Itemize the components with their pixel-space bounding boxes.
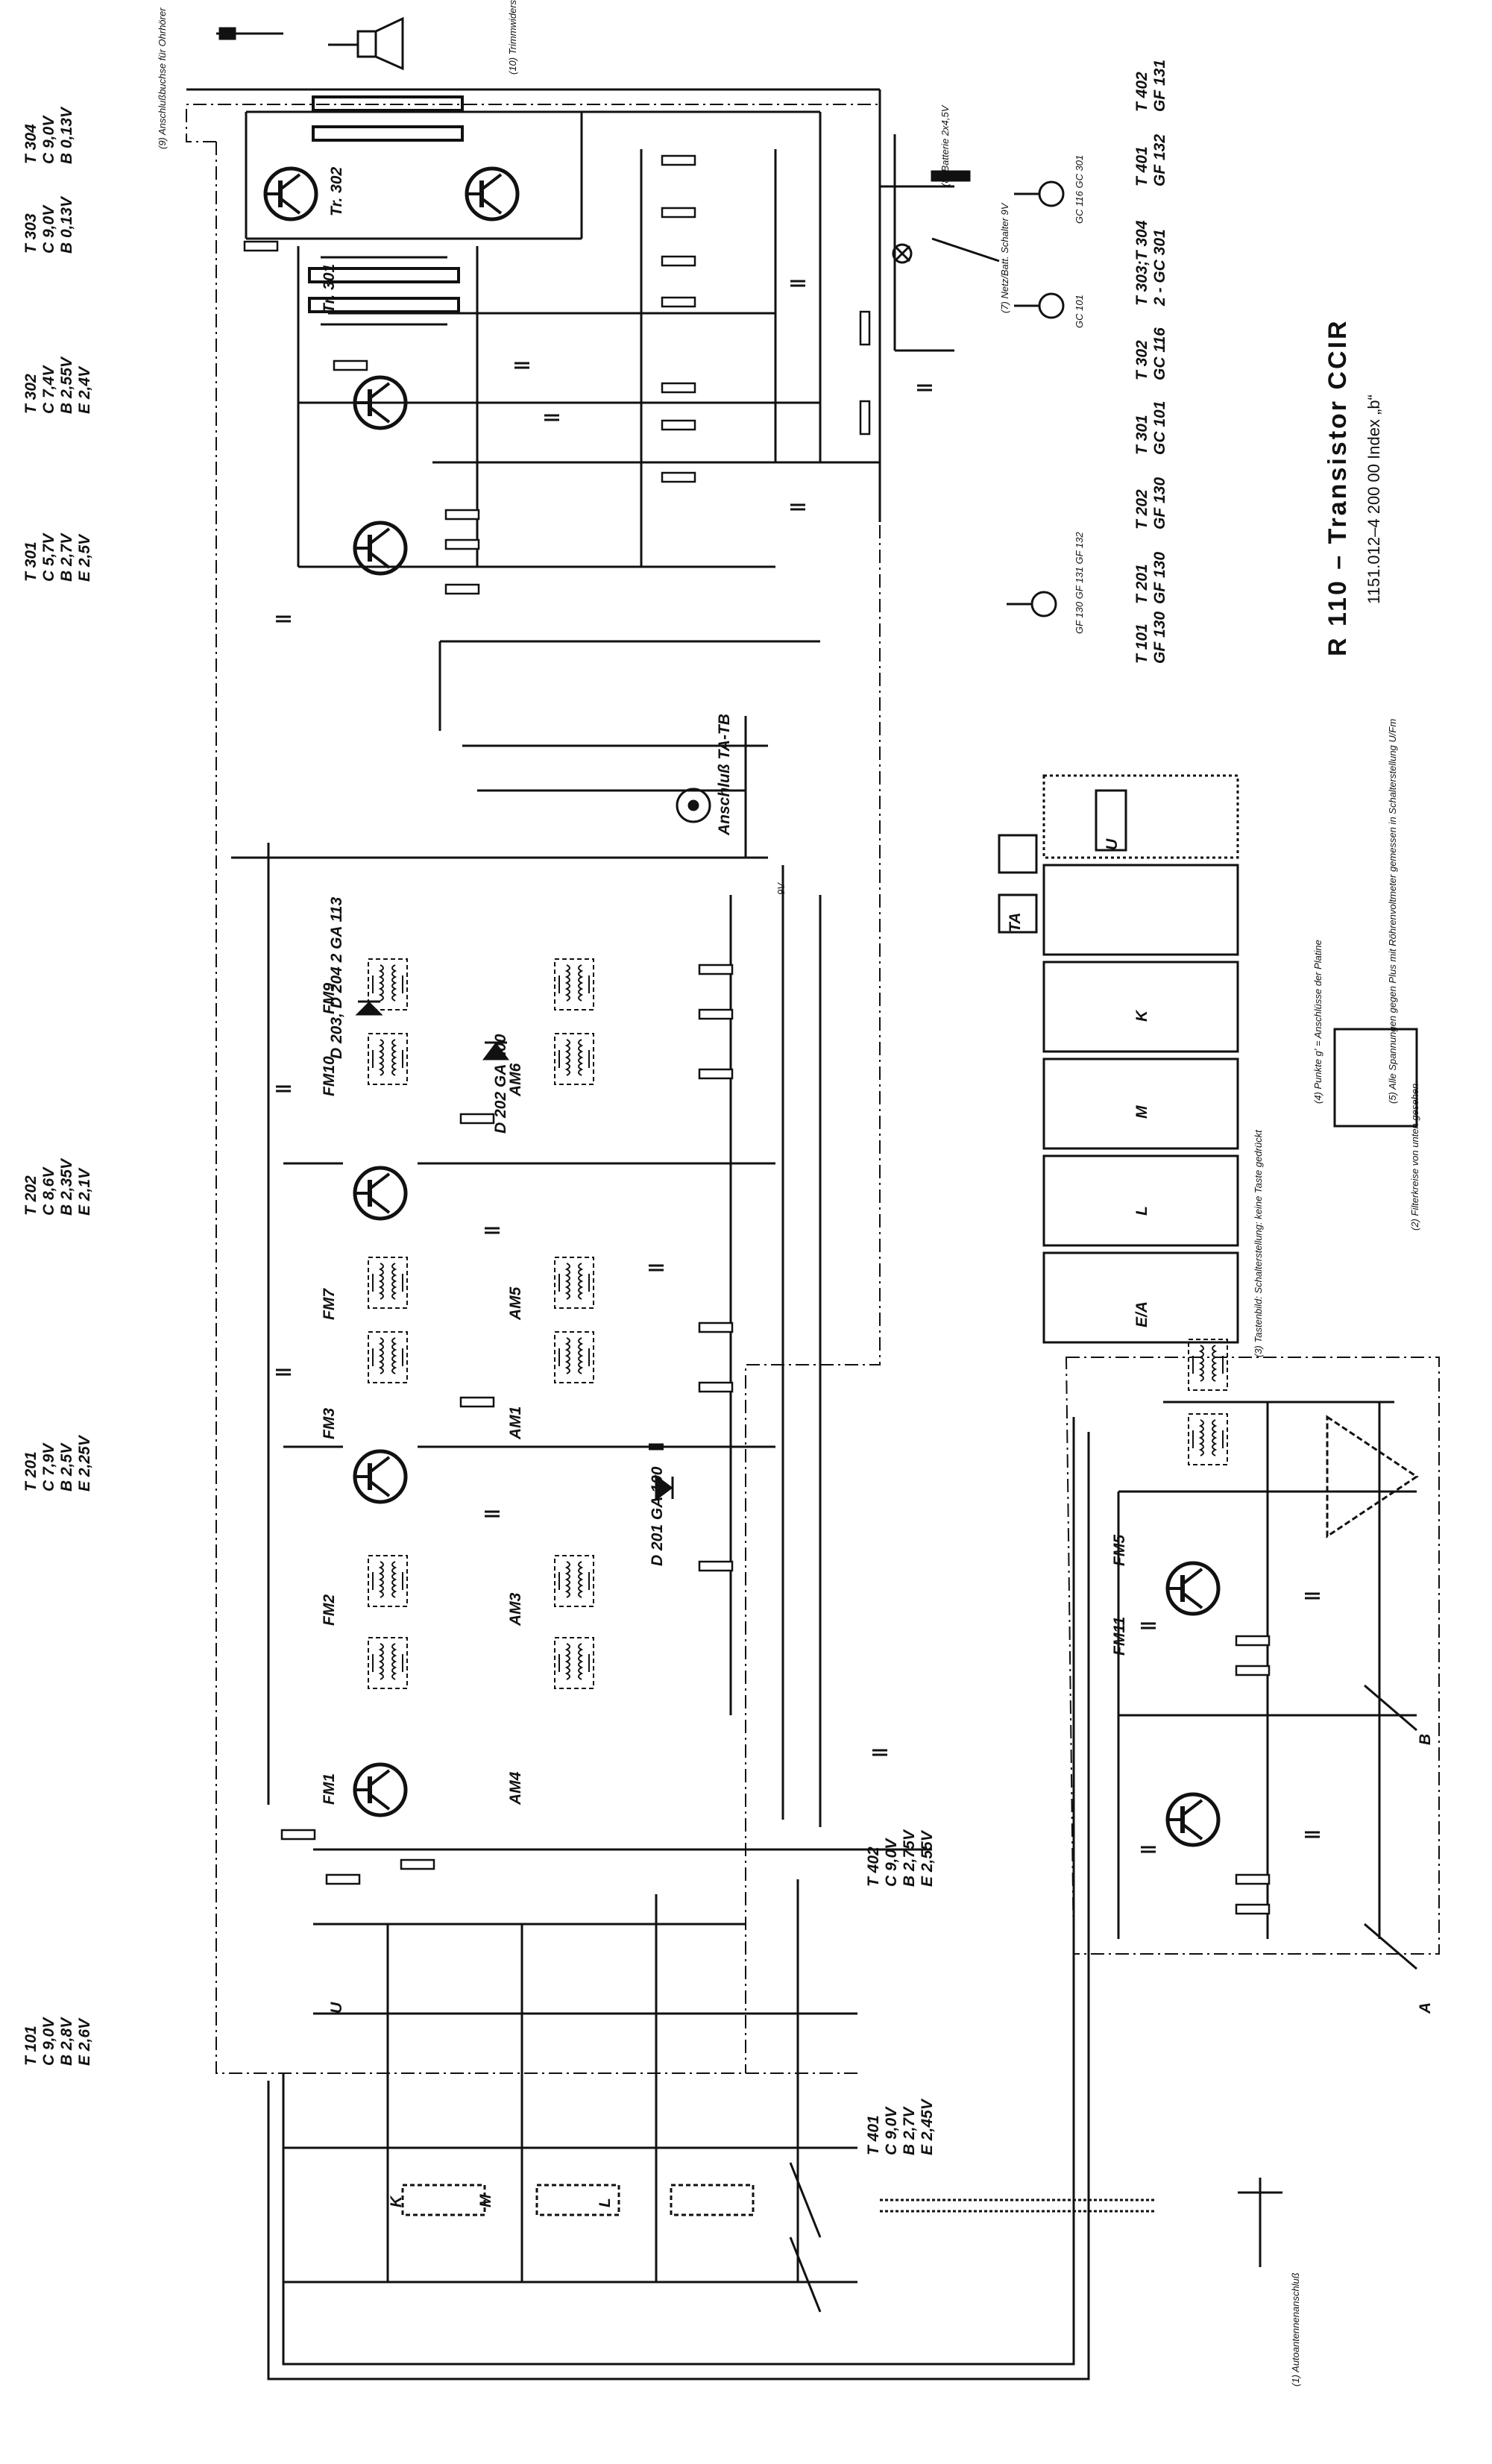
footnote-8: (8) Batterie 2x4,5V — [939, 105, 951, 186]
pinout-label-gc116: GC 116 GC 301 — [1074, 154, 1085, 224]
car-antenna-cable — [880, 2178, 1282, 2267]
diode-label-d203: D 203, D 204 2 GA 113 — [328, 896, 345, 1059]
voltage-point-9v: 9V — [775, 883, 787, 895]
filter-fm1: FM1 — [321, 1773, 338, 1805]
key-label-k: K — [1133, 1010, 1151, 1022]
filter-fm7: FM7 — [321, 1289, 338, 1320]
if-filters — [368, 958, 594, 1689]
bus-wire — [282, 1417, 1075, 2366]
footnote-10: (10) Trimmwiderstand zum Einstellen — [507, 0, 518, 75]
pinout-sketches — [1007, 180, 1065, 617]
filter-fm5: FM5 — [1111, 1535, 1128, 1566]
transistor-t402 — [1168, 1794, 1218, 1845]
footnote-9: (9) Anschlußbuchse für Ohrhörer — [157, 7, 168, 149]
transistor-t303 — [265, 169, 316, 219]
transistor-t201 — [355, 1451, 406, 1502]
transformer-tr301 — [308, 256, 460, 326]
filter-fm3: FM3 — [321, 1408, 338, 1439]
footnote-3: (3) Tastenbild: Schalterstellung: keine … — [1253, 1130, 1264, 1357]
key-label-l: L — [1133, 1206, 1151, 1216]
audio-passives — [243, 154, 934, 623]
filter-fm10: FM10 — [321, 1056, 338, 1096]
key-label-ea: E/A — [1133, 1301, 1151, 1327]
voltage-label-t302: T 302 C 7,4V B 2,55V E 2,4V — [22, 357, 93, 414]
volume-section — [438, 640, 820, 858]
voltage-label-t401: T 401 C 9,0V B 2,7V E 2,45V — [865, 2099, 936, 2155]
voltage-label-t201: T 201 C 7,9V B 2,5V E 2,25V — [22, 1436, 93, 1492]
pinout-label-gc101: GC 101 — [1074, 295, 1085, 328]
schematic-title: R 110 – Transistor CCIR — [1323, 318, 1352, 656]
diode-label-d201: D 201 GA 100 — [649, 1466, 666, 1566]
if-strip — [231, 843, 932, 1851]
marker-u: U — [328, 2002, 345, 2014]
fm-passives — [1139, 1592, 1321, 1915]
band-switch — [283, 1879, 857, 2313]
marker-l: L — [597, 2198, 614, 2207]
voltage-label-t301: T 301 C 5,7V B 2,7V E 2,5V — [22, 533, 93, 582]
transistor-t401 — [1168, 1563, 1218, 1614]
transistor-t101 — [355, 1764, 406, 1815]
footnote-6: Anschluß TA-TB — [716, 714, 733, 835]
key-label-ta: TA — [1007, 912, 1024, 932]
filter-am3: AM3 — [507, 1592, 524, 1626]
speaker-icon — [328, 16, 404, 71]
transistor-t304 — [467, 169, 517, 219]
marker-m: M — [477, 2194, 494, 2208]
footnote-7: (7) Netz/Batt. Schalter 9V — [999, 203, 1010, 313]
filter-fm2: FM2 — [321, 1594, 338, 1626]
marker-b: B — [1417, 1733, 1434, 1745]
label-tr301: Tr. 301 — [321, 263, 338, 313]
footnote-5: (5) Alle Spannungen gegen Plus mit Röhre… — [1387, 718, 1398, 1104]
marker-k: K — [388, 2196, 405, 2207]
diode-d201 — [655, 1474, 674, 1501]
if-passives — [274, 964, 889, 1885]
footnote-2: (2) Filterkreise von unten gesehen — [1409, 1083, 1420, 1231]
filter-pinout — [1333, 1028, 1418, 1128]
filter-am4: AM4 — [507, 1771, 524, 1805]
diode-d203-d204 — [355, 1000, 383, 1016]
key-bank — [998, 774, 1239, 1344]
diode-d202 — [482, 1041, 509, 1060]
marker-a: A — [1417, 2002, 1434, 2014]
filter-am5: AM5 — [507, 1286, 524, 1320]
key-label-m: M — [1133, 1105, 1151, 1119]
voltage-label-t303: T 303 C 9,0V B 0,13V — [22, 197, 75, 254]
key-label-u: U — [1104, 838, 1121, 850]
voltage-label-t402: T 402 C 9,0V B 2,75V E 2,55V — [865, 1830, 936, 1887]
transistor-t202 — [355, 1168, 406, 1219]
earphone-jack-icon — [216, 27, 283, 40]
transformer-tr302 — [312, 95, 464, 142]
bus-wire-2 — [267, 1432, 1090, 2380]
voltage-label-t101: T 101 C 9,0V B 2,8V E 2,6V — [22, 2017, 93, 2066]
battery-block — [880, 170, 1000, 264]
pinout-label-gf: GF 130 GF 131 GF 132 — [1074, 532, 1085, 634]
filter-am1: AM1 — [507, 1406, 524, 1439]
board-outline — [186, 104, 881, 2074]
diode-label-d202: D 202 GA 100 — [492, 1034, 509, 1134]
label-tr302: Tr. 302 — [328, 166, 345, 216]
tuner-outline — [1065, 1357, 1440, 1955]
footnote-1: (1) Autoantennenanschluß — [1290, 2272, 1301, 2386]
filter-fm11: FM11 — [1111, 1616, 1128, 1656]
footnote-4: (4) Punkte g' = Anschlüsse der Platine — [1312, 940, 1323, 1104]
audio-stage — [186, 88, 954, 568]
voltage-label-t304: T 304 C 9,0V B 0,13V — [22, 107, 75, 164]
schematic-subtitle: 1151.012–4 200 00 Index „b“ — [1364, 395, 1383, 604]
voltage-label-t202: T 202 C 8,6V B 2,35V E 2,1V — [22, 1159, 93, 1216]
